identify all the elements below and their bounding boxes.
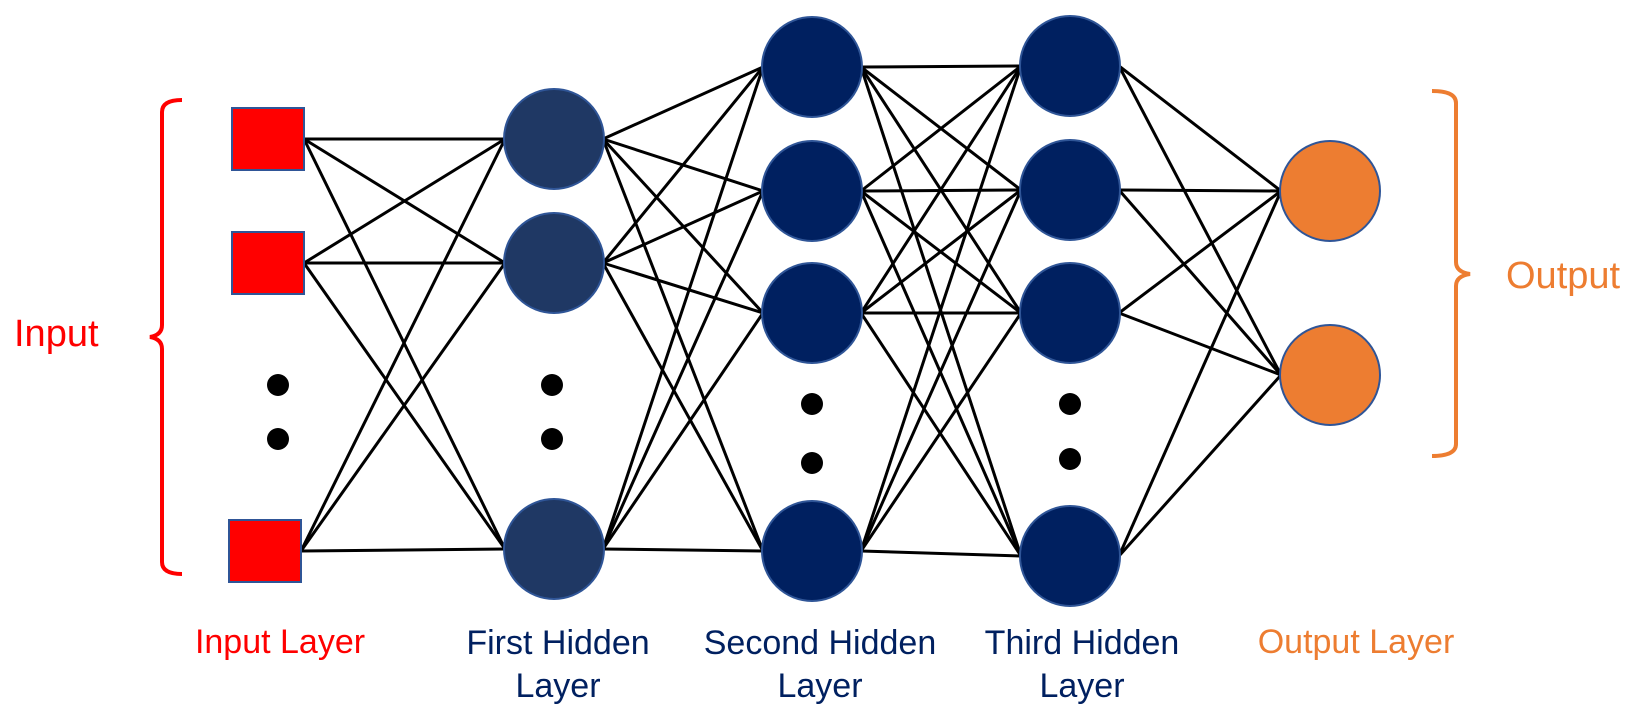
edge-second-hidden-1-to-third-hidden-0 <box>860 64 1022 193</box>
edge-first-hidden-1-to-second-hidden-3 <box>601 262 765 552</box>
edge-second-hidden-3-to-third-hidden-2 <box>859 312 1023 552</box>
second-hidden-node-1 <box>761 140 863 242</box>
edge-third-hidden-0-to-output-1 <box>1117 65 1283 376</box>
edge-third-hidden-1-to-output-0 <box>1118 188 1282 193</box>
output-label: Output <box>1506 255 1621 297</box>
edge-first-hidden-1-to-second-hidden-1 <box>602 189 764 265</box>
ellipsis-dots <box>267 374 1081 474</box>
input-bracket <box>149 98 183 576</box>
edge-first-hidden-2-to-second-hidden-0 <box>601 66 765 550</box>
edge-first-hidden-0-to-second-hidden-3 <box>601 138 765 552</box>
first-hidden-node-2 <box>503 498 605 600</box>
edge-first-hidden-2-to-second-hidden-2 <box>601 312 765 550</box>
input-label: Input <box>14 313 99 355</box>
input-layer-caption: Input Layer <box>195 623 365 661</box>
third-hidden-node-1 <box>1019 139 1121 241</box>
edge-first-hidden-1-to-second-hidden-0 <box>601 66 765 264</box>
edge-third-hidden-2-to-output-1 <box>1118 311 1282 377</box>
edge-second-hidden-3-to-third-hidden-0 <box>859 65 1023 552</box>
edge-input-2-to-first-hidden-1 <box>299 262 507 552</box>
network-nodes <box>228 15 1381 607</box>
input-node-1 <box>231 231 305 295</box>
third-hidden-caption-line2: Layer <box>1039 667 1124 705</box>
first-hidden-ellipsis-dot-2 <box>541 374 563 396</box>
input-node-0 <box>231 107 305 171</box>
third-hidden-node-3 <box>1019 505 1121 607</box>
edge-first-hidden-2-to-second-hidden-1 <box>601 190 765 550</box>
edge-third-hidden-0-to-output-0 <box>1118 64 1282 193</box>
first-hidden-caption-line2: Layer <box>515 667 600 705</box>
second-hidden-node-0 <box>761 16 863 118</box>
second-hidden-ellipsis-dot-4 <box>801 393 823 415</box>
output-node-0 <box>1279 140 1381 242</box>
edge-third-hidden-3-to-output-0 <box>1117 190 1283 557</box>
edge-second-hidden-2-to-third-hidden-1 <box>860 188 1022 315</box>
edge-input-2-to-first-hidden-0 <box>299 138 507 552</box>
edge-second-hidden-0-to-third-hidden-0 <box>860 64 1022 69</box>
edge-second-hidden-3-to-third-hidden-1 <box>859 189 1023 552</box>
second-hidden-caption-line1: Second Hidden <box>704 624 937 662</box>
third-hidden-caption-line1: Third Hidden <box>985 624 1180 662</box>
second-hidden-caption-line2: Layer <box>777 667 862 705</box>
input-ellipsis-dot-0 <box>267 374 289 396</box>
input-ellipsis-dot-1 <box>267 428 289 450</box>
edge-third-hidden-1-to-output-1 <box>1117 189 1283 376</box>
input-node-2 <box>228 519 302 583</box>
edge-third-hidden-2-to-output-0 <box>1118 189 1282 315</box>
output-node-1 <box>1279 324 1381 426</box>
edge-third-hidden-3-to-output-1 <box>1117 373 1283 558</box>
third-hidden-ellipsis-dot-6 <box>1059 393 1081 415</box>
second-hidden-ellipsis-dot-5 <box>801 452 823 474</box>
output-layer-caption: Output Layer <box>1258 623 1455 661</box>
second-hidden-node-3 <box>761 500 863 602</box>
edge-second-hidden-3-to-third-hidden-3 <box>860 549 1022 558</box>
third-hidden-node-2 <box>1019 262 1121 364</box>
edge-input-2-to-first-hidden-2 <box>300 547 506 553</box>
connection-edges <box>299 64 1283 558</box>
edge-input-1-to-first-hidden-0 <box>303 137 506 265</box>
first-hidden-node-1 <box>503 212 605 314</box>
edge-second-hidden-2-to-third-hidden-0 <box>859 65 1023 314</box>
second-hidden-node-2 <box>761 262 863 364</box>
output-bracket <box>1431 89 1471 458</box>
first-hidden-ellipsis-dot-3 <box>541 428 563 450</box>
edge-first-hidden-1-to-second-hidden-2 <box>602 261 764 315</box>
third-hidden-node-0 <box>1019 15 1121 117</box>
third-hidden-ellipsis-dot-7 <box>1059 448 1081 470</box>
first-hidden-caption-line1: First Hidden <box>466 624 649 662</box>
first-hidden-node-0 <box>503 88 605 190</box>
edge-first-hidden-2-to-second-hidden-3 <box>602 547 764 553</box>
edge-first-hidden-0-to-second-hidden-0 <box>602 65 764 141</box>
